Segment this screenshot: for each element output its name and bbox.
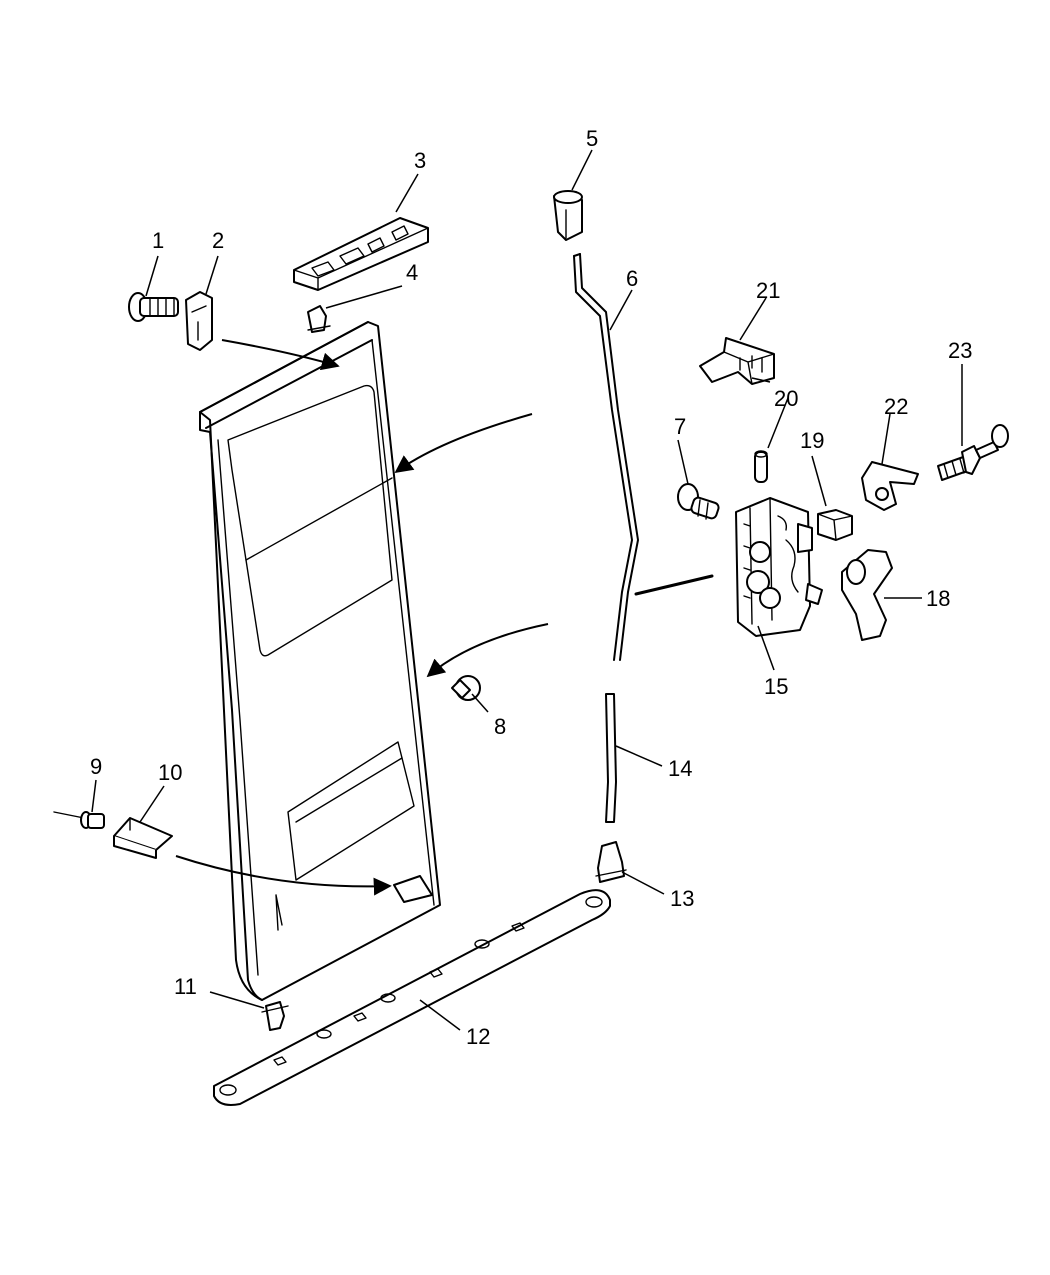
part-18-handle bbox=[841, 549, 893, 641]
callout-2: 2 bbox=[212, 228, 224, 253]
callout-12: 12 bbox=[466, 1024, 490, 1049]
part-5-guide bbox=[553, 190, 583, 241]
callout-18: 18 bbox=[926, 586, 950, 611]
part-11-clip bbox=[261, 1001, 289, 1031]
part-19-block bbox=[817, 509, 853, 541]
callout-13: 13 bbox=[670, 886, 694, 911]
part-9-pin bbox=[53, 811, 105, 829]
callout-4: 4 bbox=[406, 260, 418, 285]
callout-23: 23 bbox=[948, 338, 972, 363]
callouts: 1 2 3 4 5 6 7 8 9 10 11 12 13 14 15 18 1… bbox=[90, 126, 972, 1049]
part-7-bolt bbox=[677, 483, 720, 520]
part-3-plate bbox=[293, 217, 429, 291]
part-21-bracket bbox=[699, 337, 775, 385]
callout-10: 10 bbox=[158, 760, 182, 785]
leader-lines bbox=[91, 149, 963, 1031]
part-10-bracket bbox=[113, 817, 173, 859]
callout-21: 21 bbox=[756, 278, 780, 303]
callout-22: 22 bbox=[884, 394, 908, 419]
callout-9: 9 bbox=[90, 754, 102, 779]
callout-11: 11 bbox=[174, 974, 197, 999]
callout-15: 15 bbox=[764, 674, 788, 699]
part-6-upper-rod bbox=[573, 253, 639, 661]
door-panel bbox=[199, 321, 441, 1001]
callout-8: 8 bbox=[494, 714, 506, 739]
part-20-pin bbox=[754, 450, 768, 483]
callout-14: 14 bbox=[668, 756, 692, 781]
part-22-bracket bbox=[861, 461, 919, 511]
part-4-clip bbox=[307, 305, 331, 333]
assembly-arrows bbox=[175, 339, 714, 896]
part-1-bolt bbox=[128, 292, 179, 322]
callout-1: 1 bbox=[152, 228, 164, 253]
part-14-lower-rod bbox=[605, 693, 617, 823]
part-2-clip bbox=[185, 291, 213, 351]
callout-5: 5 bbox=[586, 126, 598, 151]
callout-7: 7 bbox=[674, 414, 686, 439]
part-12-strap bbox=[213, 889, 611, 1106]
callout-6: 6 bbox=[626, 266, 638, 291]
part-13-guide bbox=[595, 841, 627, 883]
part-15-latch bbox=[735, 497, 823, 637]
callout-20: 20 bbox=[774, 386, 798, 411]
part-23-bolt bbox=[937, 424, 1009, 481]
part-8-clip bbox=[451, 675, 481, 701]
callout-3: 3 bbox=[414, 148, 426, 173]
callout-19: 19 bbox=[800, 428, 824, 453]
